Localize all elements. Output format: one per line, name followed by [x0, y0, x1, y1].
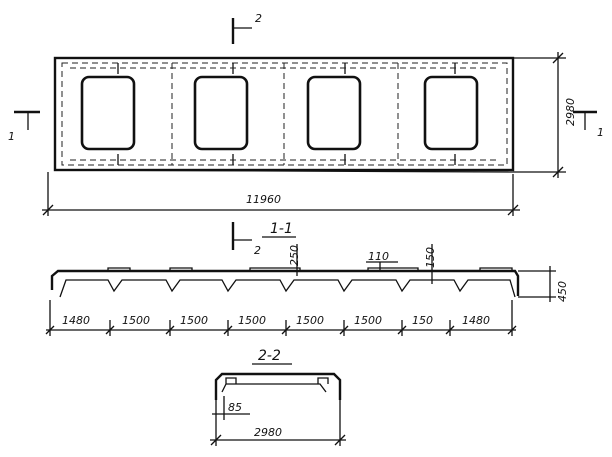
section-2-width-label: 2980 — [254, 426, 282, 439]
plan-width-label: 2980 — [564, 98, 577, 126]
spacing-label: 1500 — [122, 314, 150, 327]
spacing-label: 150 — [412, 314, 433, 327]
callout-250: 250 — [288, 245, 301, 266]
section-2-2: 2-2 85 2980 — [210, 348, 346, 446]
section-mark-2-2: 2 2 — [231, 12, 262, 257]
window-opening — [80, 75, 136, 151]
panel-outline — [53, 56, 515, 172]
spacing-label: 1500 — [238, 314, 266, 327]
section-2-2-title: 2-2 — [258, 348, 281, 364]
callout-110: 110 — [368, 250, 389, 263]
plan-length-dimension: 11960 — [42, 172, 520, 216]
window-opening — [306, 75, 362, 151]
spacing-label: 1480 — [462, 314, 490, 327]
section-1-right-label: 1 — [597, 126, 604, 139]
spacing-label: 1480 — [62, 314, 90, 327]
spacing-label: 1500 — [296, 314, 324, 327]
rib-label: 85 — [228, 401, 242, 414]
section-1-left-label: 1 — [8, 130, 15, 143]
plan-view — [53, 56, 515, 173]
section-2-top-label: 2 — [255, 12, 262, 25]
spacing-label: 1500 — [180, 314, 208, 327]
callout-150: 150 — [424, 247, 437, 268]
section-height-label: 450 — [556, 281, 569, 302]
section-mark-1-1: 1 1 — [8, 110, 604, 143]
section-2-bottom-label: 2 — [254, 244, 261, 257]
section-1-1-title: 1-1 — [270, 221, 293, 237]
plan-length-label: 11960 — [246, 193, 281, 206]
window-opening — [193, 75, 249, 151]
section-1-1: 1-1 250 110 150 450 — [45, 221, 569, 336]
window-opening — [423, 75, 479, 151]
plan-width-dimension: 2980 — [513, 52, 577, 178]
spacing-label: 1500 — [354, 314, 382, 327]
